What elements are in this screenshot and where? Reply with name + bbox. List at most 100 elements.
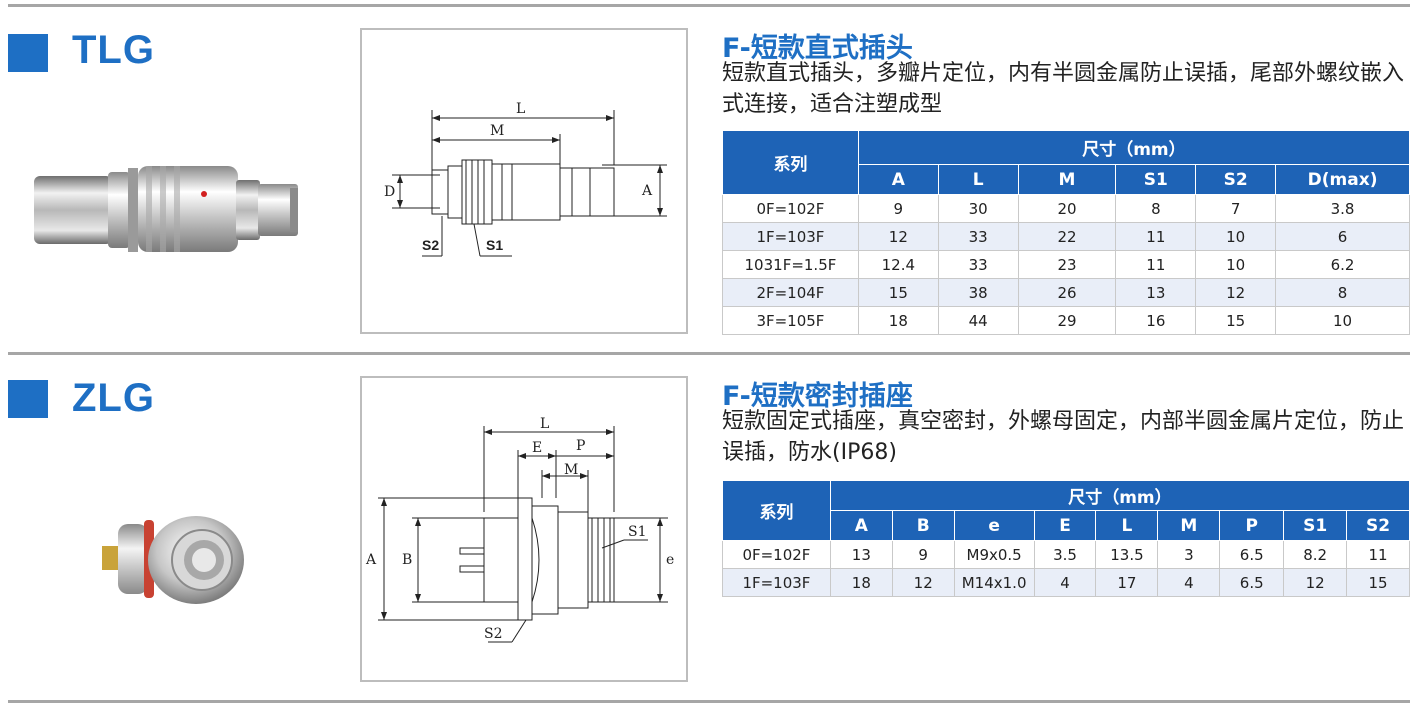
column-header: P — [1219, 510, 1285, 541]
table-cell: 29 — [1017, 306, 1117, 335]
table-cell: 8 — [1275, 278, 1410, 307]
top-rule — [8, 4, 1410, 7]
table-cell: 3.8 — [1275, 194, 1410, 223]
column-header: L — [1095, 510, 1159, 541]
table-cell: 23 — [1017, 250, 1117, 279]
column-header: E — [1033, 510, 1097, 541]
table-cell: 3.5 — [1033, 540, 1097, 569]
section-code-zlg: ZLG — [72, 376, 155, 420]
column-header: L — [937, 164, 1019, 195]
table-cell: 13.5 — [1095, 540, 1159, 569]
table-row: 2F=104F 15 38 26 13 12 8 — [722, 278, 1410, 307]
column-header: A — [829, 510, 893, 541]
table-cell: 9 — [891, 540, 955, 569]
table-cell: 4 — [1157, 568, 1221, 597]
section-badge-tlg — [8, 34, 48, 72]
column-header: D(max) — [1275, 164, 1410, 195]
middle-rule — [8, 352, 1410, 355]
table-cell: 12 — [891, 568, 955, 597]
drawing-label-a: A — [641, 183, 653, 199]
table-cell: 6 — [1275, 222, 1410, 251]
table-cell: 13 — [829, 540, 893, 569]
table-cell: 12 — [1195, 278, 1277, 307]
drawing-label-l: L — [540, 416, 549, 432]
section-desc-tlg: 短款直式插头，多瓣片定位，内有半圆金属防止误插，尾部外螺纹嵌入式连接，适合注塑成… — [722, 61, 1405, 117]
table-cell: 10 — [1275, 306, 1410, 335]
drawing-label-e-small: e — [666, 552, 674, 568]
technical-drawing-zlg: L E P M A B e S1 S2 — [360, 376, 688, 682]
section-desc-zlg: 短款固定式插座，真空密封，外螺母固定，内部半圆金属片定位，防止误插，防水(IP6… — [722, 409, 1405, 465]
table-cell: 33 — [937, 222, 1019, 251]
table-cell: 1031F=1.5F — [722, 250, 859, 279]
column-header: S1 — [1283, 510, 1348, 541]
table-row: 0F=102F 13 9 M9x0.5 3.5 13.5 3 6.5 8.2 1… — [722, 540, 1410, 569]
drawing-label-m: M — [490, 123, 504, 139]
drawing-label-s1: S1 — [486, 237, 503, 253]
technical-drawing-tlg: L M A D S2 S1 — [360, 28, 688, 334]
table-header-dimensions: 尺寸（mm） — [829, 480, 1411, 511]
drawing-label-m: M — [564, 462, 578, 478]
drawing-label-d: D — [384, 184, 395, 200]
drawing-label-a: A — [365, 552, 377, 568]
table-cell: 26 — [1017, 278, 1117, 307]
column-header: M — [1157, 510, 1221, 541]
column-header: S2 — [1346, 510, 1410, 541]
drawing-label-s2: S2 — [484, 626, 503, 642]
table-cell: 9 — [857, 194, 939, 223]
table-header-series: 系列 — [722, 130, 859, 195]
table-cell: 16 — [1115, 306, 1197, 335]
table-row: 1F=103F 12 33 22 11 10 6 — [722, 222, 1410, 251]
table-cell: 38 — [937, 278, 1019, 307]
table-cell: 7 — [1195, 194, 1277, 223]
table-cell: 2F=104F — [722, 278, 859, 307]
table-cell: 8 — [1115, 194, 1197, 223]
drawing-label-s1: S1 — [628, 524, 647, 540]
table-cell: 33 — [937, 250, 1019, 279]
table-cell: 12 — [1283, 568, 1348, 597]
drawing-label-s2: S2 — [422, 237, 439, 253]
table-cell: 6.5 — [1219, 568, 1285, 597]
table-header-dimensions: 尺寸（mm） — [857, 130, 1411, 165]
bottom-rule — [8, 700, 1410, 703]
table-cell: 1F=103F — [722, 222, 859, 251]
table-cell: 12 — [857, 222, 939, 251]
table-cell: 0F=102F — [722, 540, 831, 569]
drawing-label-b: B — [402, 552, 412, 568]
table-cell: 18 — [857, 306, 939, 335]
drawing-label-l: L — [516, 101, 525, 117]
table-row: 1F=103F 18 12 M14x1.0 4 17 4 6.5 12 15 — [722, 568, 1410, 597]
table-row: 3F=105F 18 44 29 16 15 10 — [722, 306, 1410, 335]
section-code-tlg: TLG — [72, 28, 155, 72]
table-cell: 12.4 — [857, 250, 939, 279]
spec-table-zlg: 系列 尺寸（mm） A B e E L M P S1 S2 0F=102F 13… — [722, 480, 1411, 597]
table-cell: 13 — [1115, 278, 1197, 307]
table-cell: 10 — [1195, 250, 1277, 279]
table-header-series: 系列 — [722, 480, 831, 541]
table-cell: 30 — [937, 194, 1019, 223]
section-title-tlg: F-短款直式插头 — [722, 33, 913, 64]
table-row: 0F=102F 9 30 20 8 7 3.8 — [722, 194, 1410, 223]
table-cell: 44 — [937, 306, 1019, 335]
drawing-label-e: E — [532, 440, 542, 456]
table-row: 1031F=1.5F 12.4 33 23 11 10 6.2 — [722, 250, 1410, 279]
table-cell: 0F=102F — [722, 194, 859, 223]
table-cell: 8.2 — [1283, 540, 1348, 569]
table-cell: 6.5 — [1219, 540, 1285, 569]
drawing-label-p: P — [576, 438, 585, 454]
table-cell: 15 — [1346, 568, 1410, 597]
spec-table-tlg: 系列 尺寸（mm） A L M S1 S2 D(max) 0F=102F 9 3… — [722, 130, 1411, 335]
column-header: A — [857, 164, 939, 195]
table-cell: 4 — [1033, 568, 1097, 597]
table-cell: 10 — [1195, 222, 1277, 251]
product-photo-tlg — [28, 150, 304, 260]
table-cell: 18 — [829, 568, 893, 597]
table-cell: 15 — [857, 278, 939, 307]
table-cell: 11 — [1115, 250, 1197, 279]
table-cell: 1F=103F — [722, 568, 831, 597]
table-cell: M9x0.5 — [953, 540, 1035, 569]
product-photo-zlg — [100, 506, 260, 610]
table-cell: 11 — [1346, 540, 1410, 569]
table-cell: 6.2 — [1275, 250, 1410, 279]
column-header: S1 — [1115, 164, 1197, 195]
column-header: M — [1017, 164, 1117, 195]
